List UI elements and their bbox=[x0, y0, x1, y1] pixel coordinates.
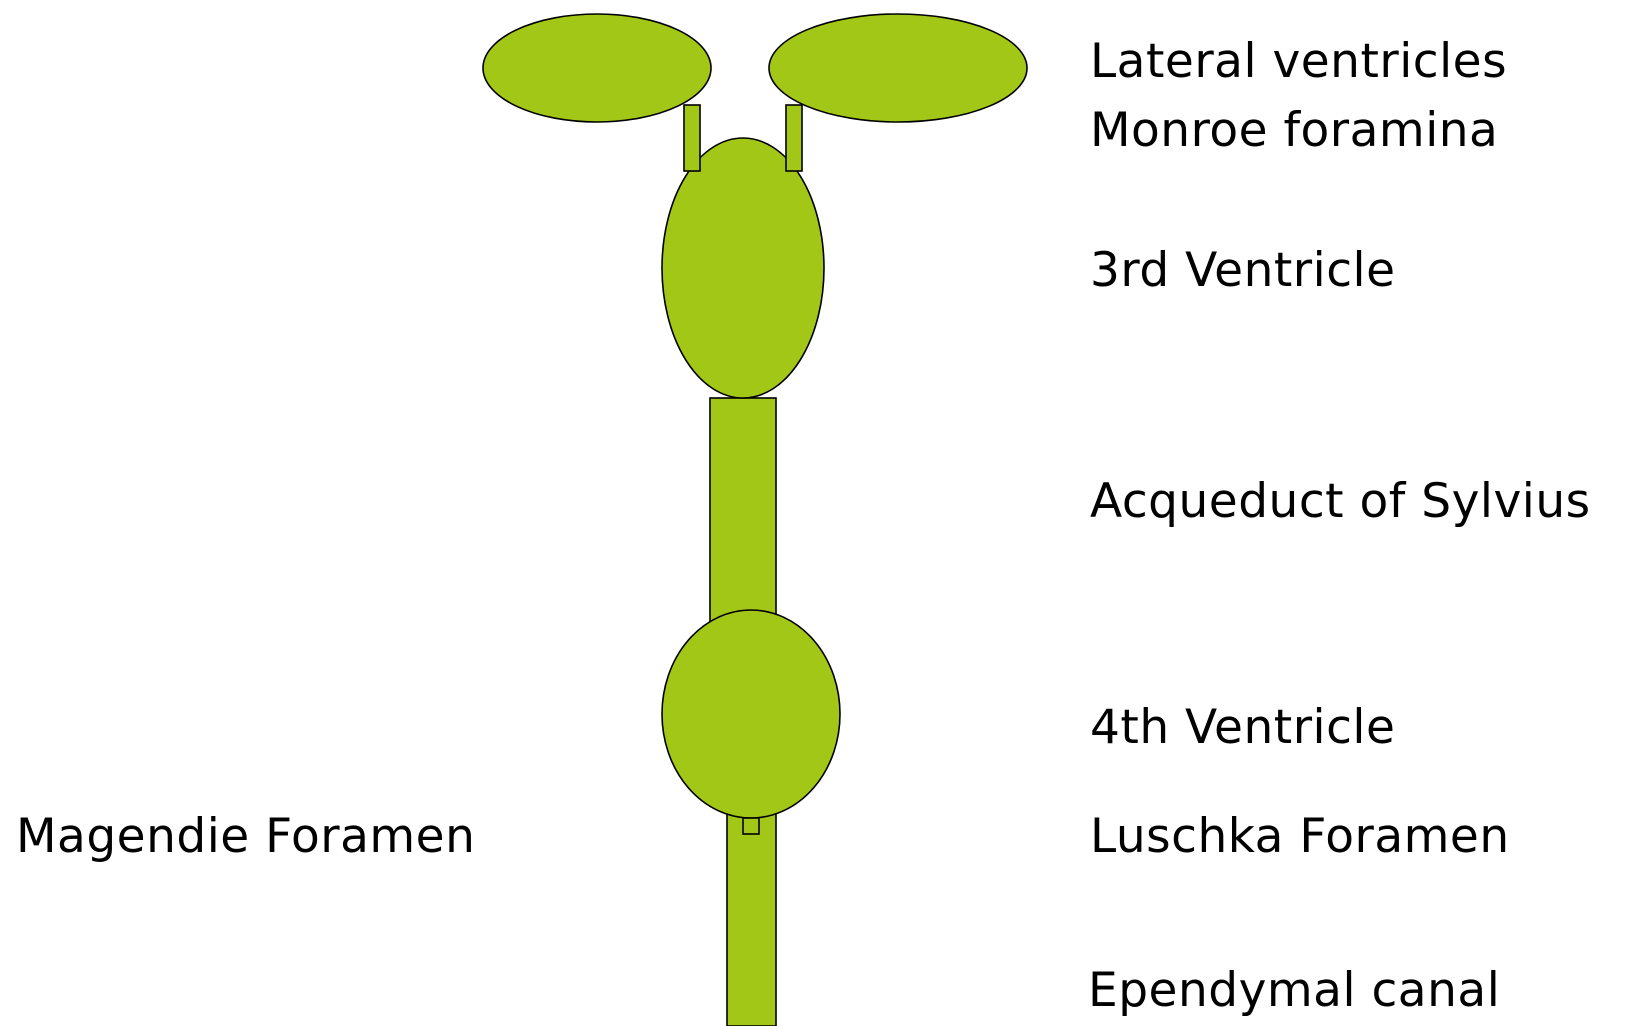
label-lateral-ventricles: Lateral ventricles bbox=[1090, 38, 1507, 85]
third-ventricle-shape bbox=[662, 138, 824, 398]
aqueduct-of-sylvius-shape bbox=[710, 398, 776, 626]
left-monroe-foramen-shape bbox=[684, 105, 700, 171]
ependymal-canal-shape bbox=[727, 814, 776, 1026]
right-lateral-ventricle-shape bbox=[769, 14, 1027, 122]
label-ependymal-canal: Ependymal canal bbox=[1088, 967, 1500, 1014]
right-monroe-foramen-shape bbox=[786, 105, 802, 171]
magendie-foramen-shape bbox=[743, 818, 759, 834]
fourth-ventricle-shape bbox=[662, 610, 840, 818]
label-magendie-foramen: Magendie Foramen bbox=[16, 813, 475, 860]
label-luschka-foramen: Luschka Foramen bbox=[1090, 813, 1510, 860]
label-aqueduct-of-sylvius: Acqueduct of Sylvius bbox=[1090, 478, 1591, 525]
label-monroe-foramina: Monroe foramina bbox=[1090, 107, 1498, 154]
label-third-ventricle: 3rd Ventricle bbox=[1090, 247, 1396, 294]
left-lateral-ventricle-shape bbox=[483, 14, 711, 122]
label-fourth-ventricle: 4th Ventricle bbox=[1090, 704, 1395, 751]
